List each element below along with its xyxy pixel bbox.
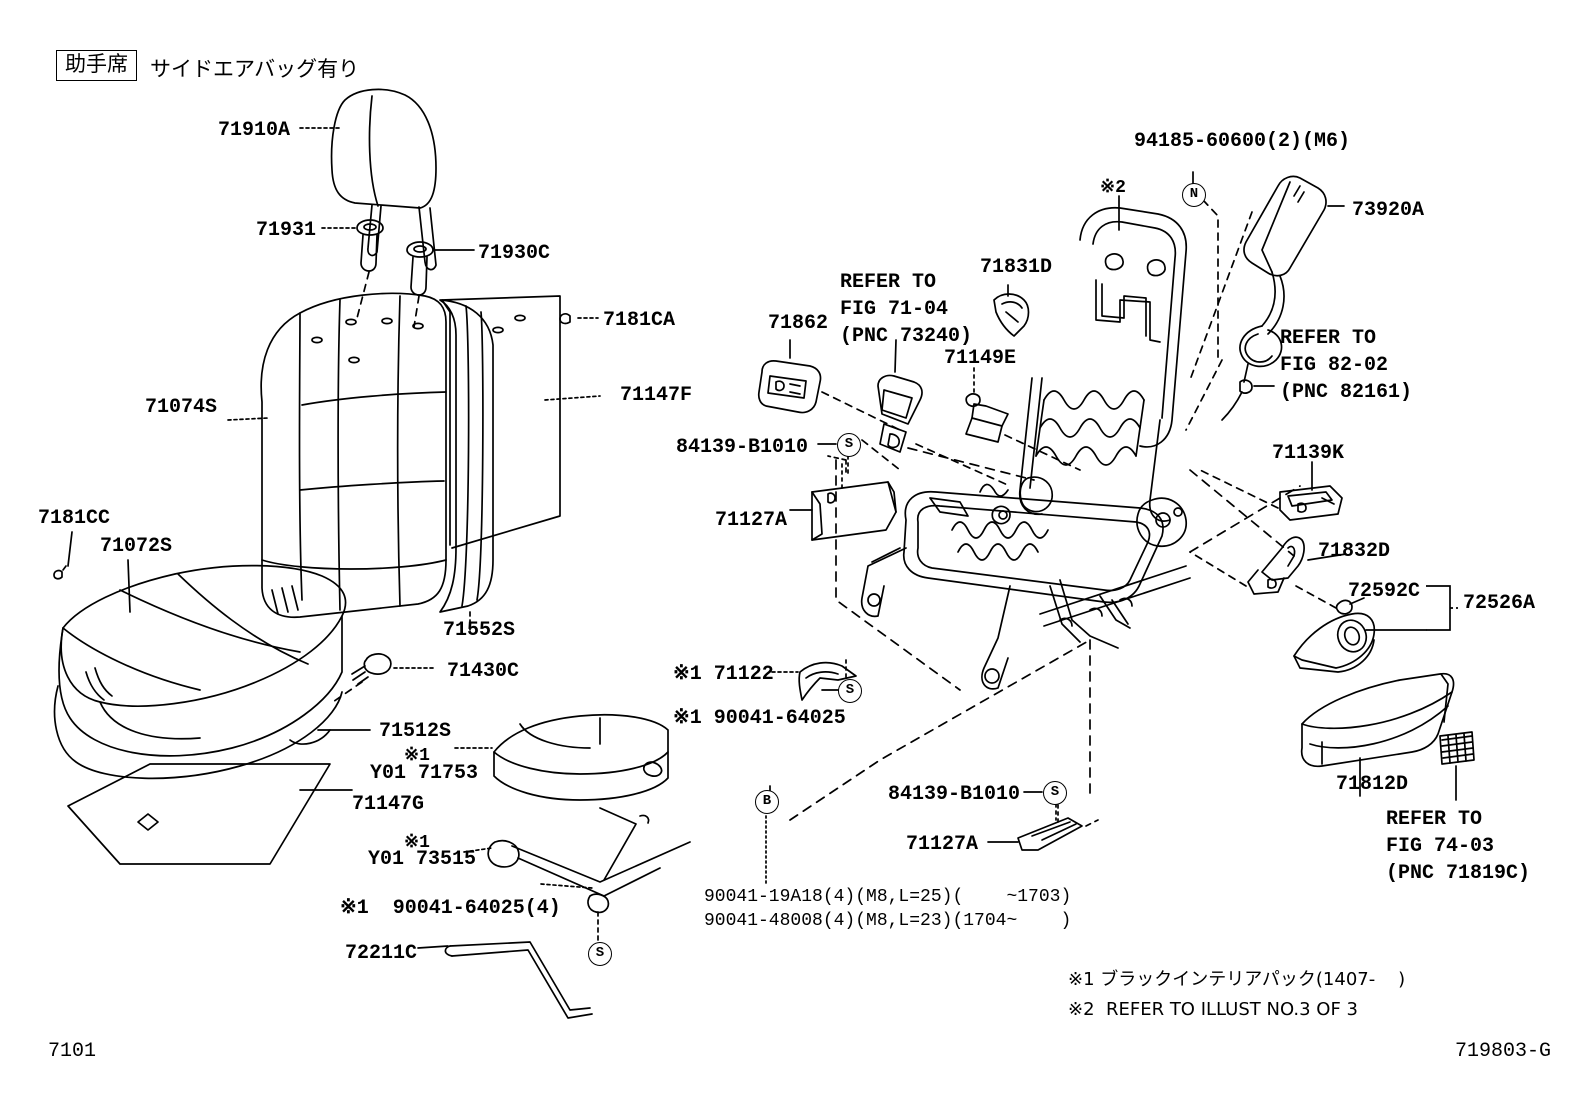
figure-code: 719803-G — [1455, 1040, 1552, 1063]
callout-72211C: 72211C — [345, 942, 418, 965]
callout-71139K: 71139K — [1272, 442, 1345, 465]
callout-72526A: 72526A — [1463, 592, 1536, 615]
bolt-note-2: 90041-48008(4)(M8,L=23)(1704~ ) — [704, 911, 1072, 931]
callout-71122: ※1 71122 — [673, 663, 774, 686]
callout-7181CA: 7181CA — [603, 309, 676, 332]
callout-71812D: 71812D — [1336, 773, 1409, 796]
callout-71074S: 71074S — [145, 396, 218, 419]
callout-71930C: 71930C — [478, 242, 551, 265]
callout-refer-fig-74-03: REFER TO FIG 74-03 (PNC 71819C) — [1386, 808, 1531, 885]
callout-71753: Y01 71753 — [370, 762, 479, 785]
callout-71147G: 71147G — [352, 793, 425, 816]
callout-73515: Y01 73515 — [368, 848, 477, 871]
footnote-2: ※2 REFER TO ILLUST NO.3 OF 3 — [1068, 999, 1358, 1020]
bubble-s-3: S — [1043, 781, 1067, 805]
position-badge: 助手席 — [56, 50, 137, 81]
callout-84139-B1010-bottom: 84139-B1010 — [888, 783, 1021, 806]
bubble-n-1: N — [1182, 183, 1206, 207]
airbag-subtitle: サイドエアバッグ有り — [150, 57, 360, 81]
callout-84139-B1010-top: 84139-B1010 — [676, 436, 809, 459]
callout-71127A-top: 71127A — [715, 509, 788, 532]
callout-71127A-bottom: 71127A — [906, 833, 979, 856]
bolt-note-1: 90041-19A18(4)(M8,L=25)( ~1703) — [704, 887, 1072, 907]
callout-90041-64025-mid: ※1 90041-64025 — [673, 707, 846, 730]
callout-71552S: 71552S — [443, 619, 516, 642]
callout-71831D: 71831D — [980, 256, 1053, 279]
callout-71147F: 71147F — [620, 384, 693, 407]
bubble-s-4: S — [588, 942, 612, 966]
callout-71149E: 71149E — [944, 347, 1017, 370]
page-code: 7101 — [48, 1040, 97, 1063]
mark-2-frame: ※2 — [1100, 178, 1126, 198]
callout-71862: 71862 — [768, 312, 829, 335]
callout-7181CC: 7181CC — [38, 507, 111, 530]
callout-refer-fig-82-02: REFER TO FIG 82-02 (PNC 82161) — [1280, 327, 1413, 404]
callout-71072S: 71072S — [100, 535, 173, 558]
mark-71753: ※1 — [404, 746, 430, 766]
callout-71512S: 71512S — [379, 720, 452, 743]
callout-71910A: 71910A — [218, 119, 291, 142]
callout-72592C: 72592C — [1348, 580, 1421, 603]
callout-refer-fig-71-04: REFER TO FIG 71-04 (PNC 73240) — [840, 271, 973, 348]
callout-94185-60600: 94185-60600(2)(M6) — [1134, 130, 1351, 153]
callout-90041-64025-left: ※1 90041-64025(4) — [340, 897, 561, 920]
callout-71832D: 71832D — [1318, 540, 1391, 563]
callout-71430C: 71430C — [447, 660, 520, 683]
callout-71931: 71931 — [256, 219, 317, 242]
bubble-s-1: S — [837, 433, 861, 457]
bubble-s-2: S — [838, 679, 862, 703]
callout-73920A: 73920A — [1352, 199, 1425, 222]
bubble-b-1: B — [755, 790, 779, 814]
mark-73515: ※1 — [404, 833, 430, 853]
footnote-1: ※1 ブラックインテリアパック(1407- ) — [1068, 969, 1406, 990]
